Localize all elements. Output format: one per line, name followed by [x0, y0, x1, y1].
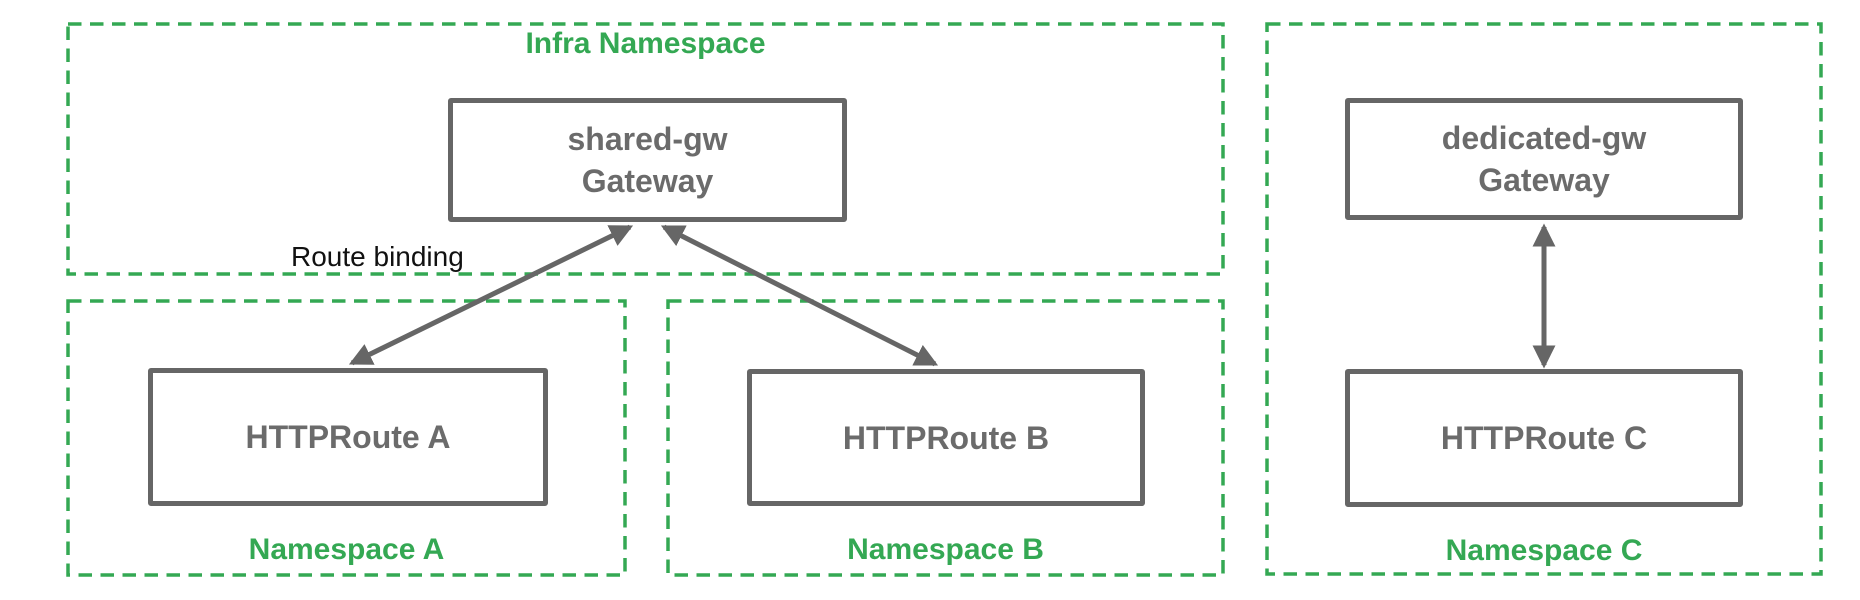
node-shared-gw-name: shared-gw [567, 121, 728, 157]
namespace-a-border [66, 299, 627, 577]
node-dedicated-gw-gateway: dedicated-gw Gateway [1345, 98, 1743, 220]
namespace-c-border [1265, 22, 1823, 576]
route-binding-label: Route binding [291, 241, 464, 272]
node-httproute-c: HTTPRoute C [1345, 369, 1743, 507]
node-httproute-a-label: HTTPRoute A [245, 419, 451, 455]
route-binding-arrow-b [660, 224, 939, 367]
namespace-c-label: Namespace C [1445, 534, 1643, 567]
node-httproute-b: HTTPRoute B [747, 369, 1145, 506]
namespace-a-label: Namespace A [248, 533, 445, 566]
namespace-infra-border [66, 22, 1225, 276]
node-dedicated-gw-name: dedicated-gw [1441, 120, 1647, 156]
namespace-b-border [666, 299, 1225, 577]
node-httproute-a: HTTPRoute A [148, 368, 548, 506]
namespace-infra-label: Infra Namespace [525, 27, 766, 60]
node-shared-gw-kind: Gateway [581, 163, 714, 199]
namespace-b-label: Namespace B [847, 533, 1044, 566]
node-shared-gw-gateway: shared-gw Gateway [448, 98, 847, 222]
node-httproute-c-label: HTTPRoute C [1440, 420, 1648, 456]
node-dedicated-gw-kind: Gateway [1478, 162, 1610, 198]
route-binding-arrow-a [348, 224, 634, 366]
node-httproute-b-label: HTTPRoute B [842, 419, 1050, 456]
